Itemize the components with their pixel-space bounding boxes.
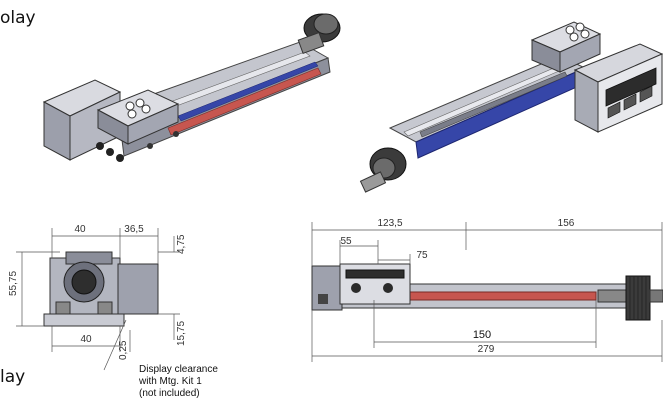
iso-view-left	[42, 13, 341, 162]
dim-279: 279	[478, 344, 495, 355]
clearance-note-line-3: (not included)	[139, 388, 200, 399]
iso-view-right	[359, 21, 663, 193]
dim-0-25: 0,25	[118, 340, 129, 360]
dim-15-75: 15,75	[176, 321, 187, 346]
dim-55: 55	[340, 236, 352, 247]
caption-fragment-top: olay	[0, 8, 36, 28]
side-view: 40 36,5 4,75 55,75 40 0,25 15,75 Display…	[8, 224, 218, 399]
clearance-note-line-2: with Mtg. Kit 1	[138, 376, 202, 387]
dim-156: 156	[558, 218, 575, 229]
dim-123-5: 123,5	[377, 218, 402, 229]
dim-40-bottom: 40	[80, 334, 92, 345]
dim-75: 75	[416, 250, 428, 261]
front-view: 123,5 156 55 75 150 279	[311, 218, 663, 362]
dim-150: 150	[473, 329, 491, 341]
dim-40-top: 40	[74, 224, 86, 235]
clearance-note-line-1: Display clearance	[139, 364, 218, 375]
caption-fragment-bottom: lay	[0, 367, 26, 387]
dim-36-5: 36,5	[124, 224, 144, 235]
dim-55-75: 55,75	[8, 271, 19, 296]
dim-4-75: 4,75	[176, 234, 187, 254]
